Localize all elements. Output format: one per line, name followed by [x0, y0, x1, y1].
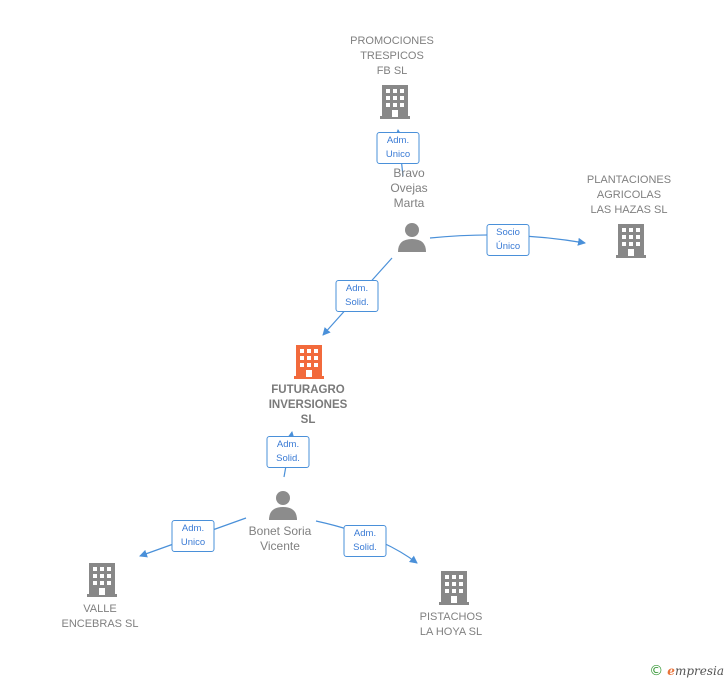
badge-line: Adm.	[276, 439, 300, 450]
badge-line: Unico	[180, 537, 206, 548]
node-label-line: FB SL	[376, 65, 408, 77]
node-label-line: PROMOCIONES	[350, 35, 434, 47]
node-label-line: Bonet Soria	[248, 524, 312, 538]
edge-badge-adm-solid[interactable]: Adm. Solid.	[266, 436, 310, 468]
node-label-line: FUTURAGRO	[271, 384, 345, 396]
node-label-line: PISTACHOS	[419, 611, 483, 623]
building-icon[interactable]	[616, 224, 646, 258]
node-label-line: Marta	[393, 196, 425, 210]
node-label-line: INVERSIONES	[268, 399, 348, 411]
badge-line: Adm.	[353, 528, 377, 539]
node-label-line: TRESPICOS	[360, 50, 424, 62]
badge-line: Adm.	[345, 283, 369, 294]
edge-badge-adm-solid[interactable]: Adm. Solid.	[335, 280, 379, 312]
building-icon[interactable]	[294, 345, 324, 379]
node-label-line: SL	[300, 414, 316, 426]
node-label-pistachos[interactable]: PISTACHOS LA HOYA SL	[420, 610, 483, 640]
node-label-line: PLANTACIONES	[586, 174, 672, 186]
footer-brand[interactable]: ©empresia	[649, 663, 724, 679]
node-label-plantaciones[interactable]: PLANTACIONES AGRICOLAS LAS HAZAS SL	[587, 173, 671, 218]
edge-badge-adm-unico[interactable]: Adm. Unico	[376, 132, 420, 164]
edge-badge-adm-solid[interactable]: Adm. Solid.	[343, 525, 387, 557]
node-label-valle[interactable]: VALLE ENCEBRAS SL	[61, 602, 138, 632]
node-label-line: AGRICOLAS	[596, 189, 662, 201]
building-icon[interactable]	[380, 85, 410, 119]
node-label-promociones[interactable]: PROMOCIONES TRESPICOS FB SL	[350, 34, 434, 79]
badge-line: Solid.	[345, 297, 369, 308]
copyright-symbol: ©	[649, 663, 664, 679]
brand-name: mpresia	[674, 664, 724, 678]
badge-line: Unico	[385, 149, 411, 160]
person-icon[interactable]	[397, 222, 427, 252]
badge-line: Socio	[496, 227, 520, 238]
badge-line: Adm.	[181, 523, 205, 534]
building-icon[interactable]	[87, 563, 117, 597]
brand-initial: e	[667, 664, 675, 678]
person-icon[interactable]	[268, 490, 298, 520]
badge-line: Solid.	[276, 453, 300, 464]
node-label-line: ENCEBRAS SL	[61, 618, 139, 630]
building-icon[interactable]	[439, 571, 469, 605]
node-label-line: Vicente	[260, 539, 300, 553]
node-label-line: Bravo	[393, 166, 425, 180]
node-label-line: LAS HAZAS SL	[590, 204, 668, 216]
brand-logo: empresia	[667, 664, 724, 678]
badge-line: Adm.	[386, 135, 410, 146]
node-label-bravo[interactable]: Bravo Ovejas Marta	[390, 166, 427, 211]
node-label-line: VALLE	[83, 603, 117, 615]
badge-line: Solid.	[353, 542, 377, 553]
node-label-line: Ovejas	[390, 181, 428, 195]
node-label-futuragro[interactable]: FUTURAGRO INVERSIONES SL	[269, 383, 348, 428]
edge-badge-adm-unico[interactable]: Adm. Unico	[171, 520, 215, 552]
badge-line: Único	[495, 241, 521, 252]
edge-badge-socio-unico[interactable]: Socio Único	[486, 224, 530, 256]
node-label-bonet[interactable]: Bonet Soria Vicente	[249, 524, 312, 554]
node-label-line: LA HOYA SL	[419, 626, 483, 638]
